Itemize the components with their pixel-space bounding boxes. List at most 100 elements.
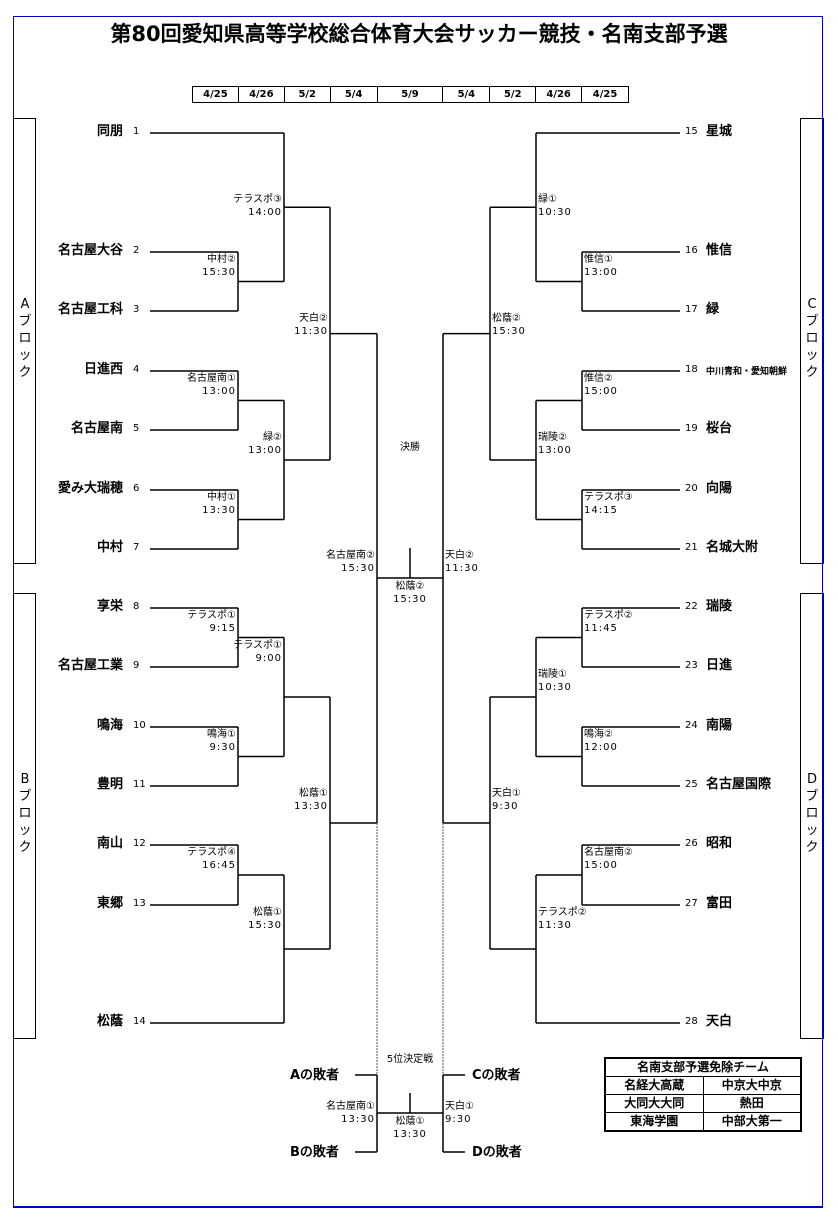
date-cell: 4/26 — [239, 87, 285, 102]
block-label-char: A — [20, 297, 30, 312]
team-seed: 2 — [133, 245, 140, 256]
team-name: 南山 — [96, 836, 123, 851]
team-name: 東郷 — [96, 896, 123, 911]
match-venue: 名古屋南① — [187, 373, 236, 384]
team-seed: 27 — [685, 898, 698, 909]
team-seed: 13 — [133, 898, 146, 909]
team-name: 名城大附 — [706, 540, 759, 555]
team-seed: 22 — [685, 601, 698, 612]
team-seed: 7 — [133, 542, 140, 553]
match-venue: 松蔭① — [253, 907, 282, 918]
match-venue: 緑① — [538, 194, 557, 205]
team-seed: 11 — [133, 779, 146, 790]
table-row: 大同大大同 熱田 — [604, 1094, 802, 1113]
match-venue: 中村① — [207, 492, 236, 503]
match-time: 13:30 — [341, 1114, 375, 1125]
block-label-char: C — [807, 297, 817, 312]
match-time: 13:00 — [584, 267, 618, 278]
match-time: 14:15 — [584, 505, 618, 516]
team-name: 名古屋南 — [70, 421, 123, 436]
team-seed: 18 — [685, 364, 698, 375]
exempt-team: 大同大大同 — [604, 1094, 704, 1113]
match-venue: テラスポ① — [233, 640, 282, 651]
team-name: 享栄 — [96, 599, 123, 614]
block-label-char: ク — [805, 840, 819, 855]
team-seed: 16 — [685, 245, 698, 256]
block-a-box — [13, 118, 36, 564]
team-seed: 23 — [685, 660, 698, 671]
date-cell: 5/2 — [490, 87, 537, 102]
team-name: 名古屋国際 — [706, 777, 772, 792]
final-venue-name: 松蔭② — [395, 581, 425, 592]
loser-c: Cの敗者 — [472, 1068, 521, 1083]
match-time: 15:30 — [341, 563, 375, 574]
block-label-char: ロ — [805, 806, 819, 821]
match-time: 9:30 — [445, 1114, 472, 1125]
team-name: 富田 — [706, 896, 733, 911]
date-cell: 4/26 — [536, 87, 583, 102]
team-seed: 4 — [133, 364, 140, 375]
date-cell: 4/25 — [193, 87, 239, 102]
block-c-box — [800, 118, 824, 564]
block-label-char: ロ — [18, 806, 32, 821]
team-name: 天白 — [706, 1014, 733, 1029]
match-venue: 鳴海② — [584, 729, 613, 740]
loser-d: Dの敗者 — [472, 1145, 522, 1160]
match-time: 9:30 — [209, 742, 236, 753]
match-venue: 緑② — [263, 432, 282, 443]
block-label-char: D — [806, 772, 817, 787]
date-cell: 5/4 — [443, 87, 491, 102]
match-time: 9:30 — [492, 801, 519, 812]
match-time: 10:30 — [538, 207, 572, 218]
team-name: 中村 — [96, 540, 123, 555]
block-label-char: ロ — [805, 331, 819, 346]
team-seed: 19 — [685, 423, 698, 434]
match-venue: 天白① — [492, 788, 521, 799]
date-cell: 5/9 — [378, 87, 444, 102]
team-seed: 12 — [133, 838, 146, 849]
match-time: 13:00 — [248, 445, 282, 456]
block-label-char: ッ — [805, 823, 819, 838]
block-label-char: ブ — [18, 789, 32, 804]
block-b-box — [13, 593, 36, 1039]
team-seed: 14 — [133, 1016, 146, 1027]
team-name: 瑞陵 — [706, 599, 733, 614]
match-venue: 瑞陵② — [538, 432, 567, 443]
match-time: 13:30 — [202, 505, 236, 516]
fifth-time: 13:30 — [393, 1129, 427, 1140]
table-row: 東海学園 中部大第一 — [604, 1112, 802, 1132]
team-name: 鳴海 — [96, 718, 123, 733]
team-seed: 3 — [133, 304, 140, 315]
match-time: 11:45 — [584, 623, 618, 634]
match-venue: テラスポ① — [187, 610, 236, 621]
team-seed: 9 — [133, 660, 140, 671]
team-seed: 1 — [133, 126, 140, 137]
block-label-char: ク — [18, 840, 32, 855]
team-name: 緑 — [706, 302, 720, 317]
match-time: 15:00 — [584, 860, 618, 871]
match-info: 緑① 10:30 — [538, 193, 572, 219]
team-seed: 26 — [685, 838, 698, 849]
team-name: 名古屋工業 — [57, 658, 123, 673]
match-time: 15:30 — [202, 267, 236, 278]
team-seed: 17 — [685, 304, 698, 315]
match-venue: テラスポ③ — [233, 194, 282, 205]
